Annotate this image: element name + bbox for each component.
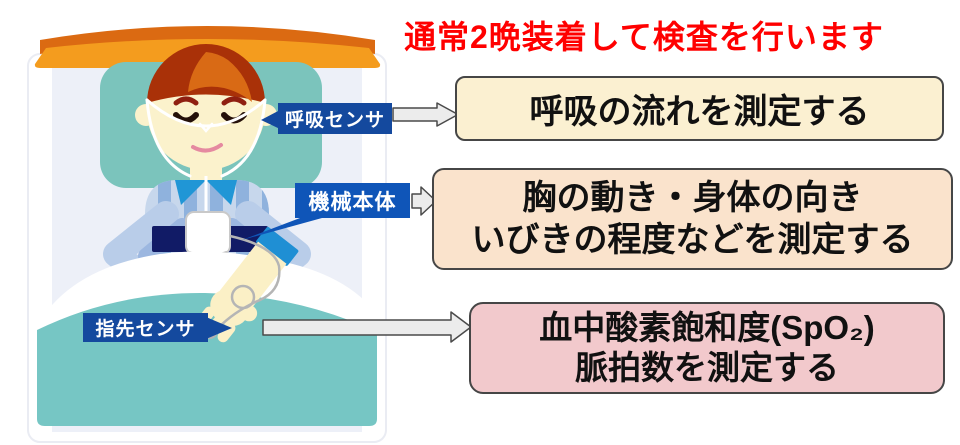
pajama-collar (175, 180, 237, 205)
mouth (191, 143, 223, 153)
device-body-label: 機械本体 (295, 183, 410, 218)
cable-ring (230, 284, 256, 310)
callout-line: いびきの程度などを測定する (471, 221, 914, 259)
finger-label-pointer (206, 317, 232, 339)
arrow-breath (392, 102, 459, 127)
callout-box-breath: 呼吸の流れを測定する (455, 76, 944, 141)
callout-box-oximeter: 血中酸素飽和度(SpO₂) 脈拍数を測定する (469, 302, 945, 394)
callout-line: 胸の動き・身体の向き (522, 179, 863, 217)
arrow-chest (411, 186, 437, 216)
recorder-device (185, 211, 231, 257)
nasal-cannula (145, 98, 267, 178)
hair-highlight (188, 52, 252, 102)
breath-label-pointer (261, 110, 280, 129)
eyebrows (173, 96, 247, 106)
callout-box-chest: 胸の動き・身体の向き いびきの程度などを測定する (432, 168, 953, 270)
callout-line: 脈拍数を測定する (575, 349, 839, 386)
sleeve-cuff (256, 227, 299, 266)
diagram-title: 通常2晩装着して検査を行います (404, 19, 884, 55)
callout-line: 呼吸の流れを測定する (529, 93, 870, 131)
finger-sensor-label: 指先センサ (83, 313, 208, 342)
device-label-pointer (242, 218, 322, 240)
sleeper-head (135, 44, 277, 184)
breath-sensor-label: 呼吸センサ (278, 103, 392, 134)
arrow-oximeter (262, 311, 472, 343)
callout-line: 血中酸素飽和度(SpO₂) (539, 309, 875, 346)
raised-arm (197, 227, 299, 343)
